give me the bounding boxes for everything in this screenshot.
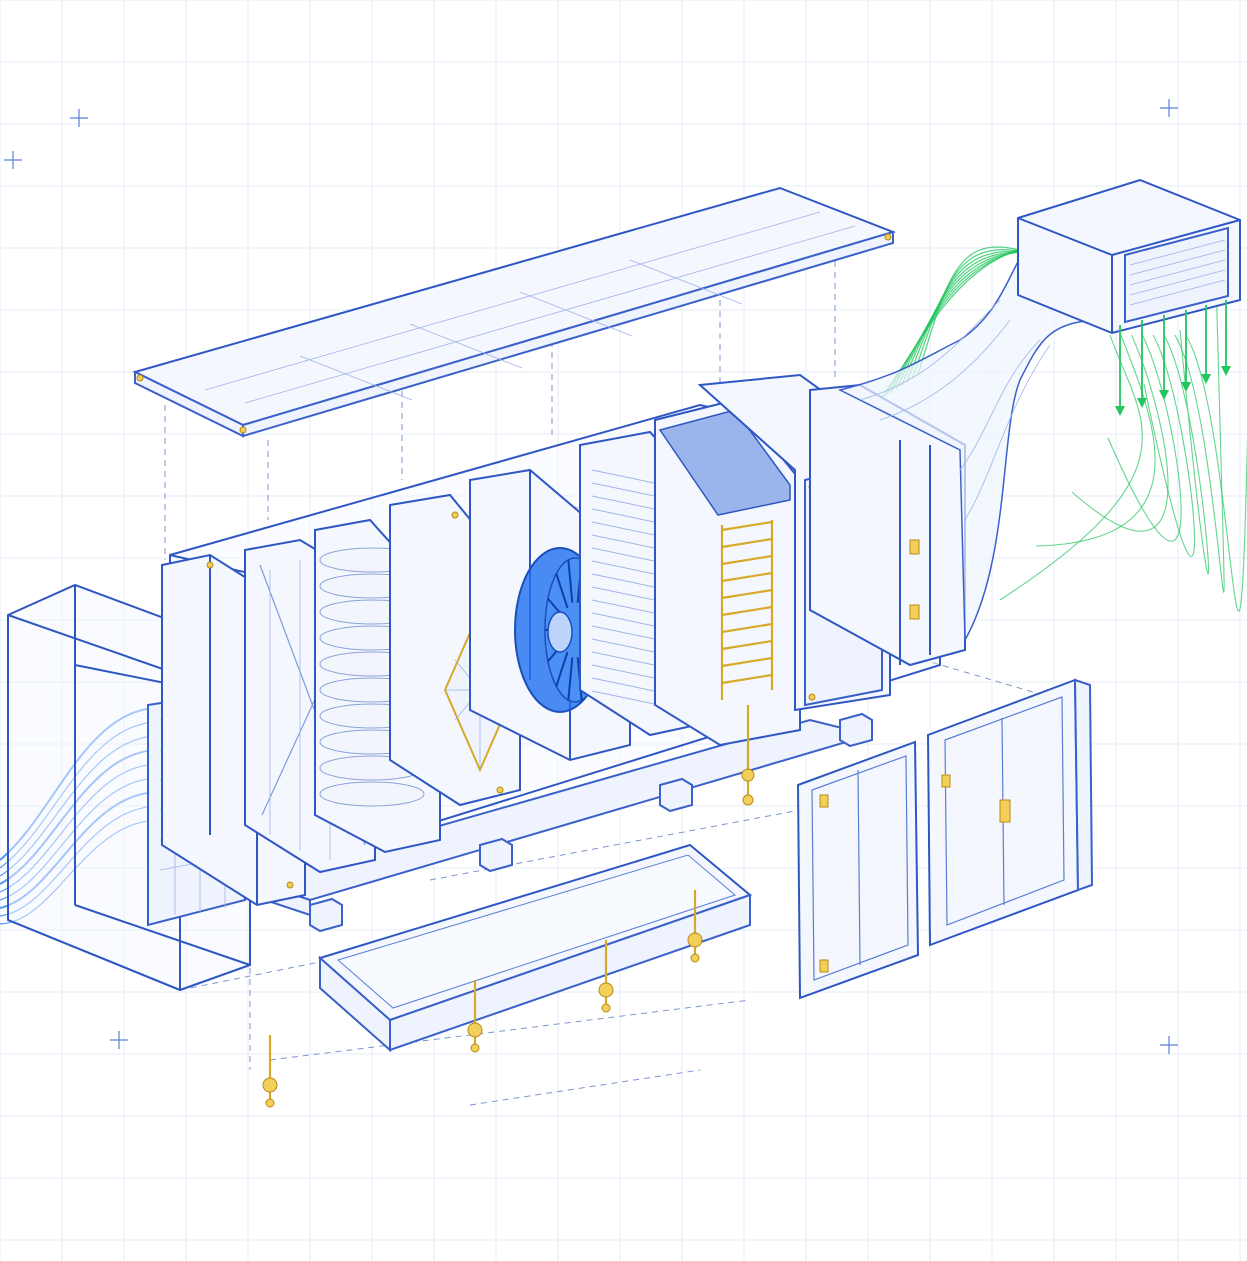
- rooftop-discharge-box: [1017, 178, 1241, 335]
- access-door-left: [796, 740, 920, 1000]
- flow-arrow-down: [1115, 300, 1231, 416]
- heating-coil: [654, 398, 801, 806]
- registration-cross: [4, 99, 1178, 1054]
- roof-panel: [132, 186, 897, 438]
- support-feet: [309, 712, 873, 933]
- drain-fittings: [262, 890, 703, 1108]
- drain-pan: [318, 843, 752, 1053]
- projection-lines: [164, 250, 1061, 1106]
- access-door-right: [926, 678, 1094, 947]
